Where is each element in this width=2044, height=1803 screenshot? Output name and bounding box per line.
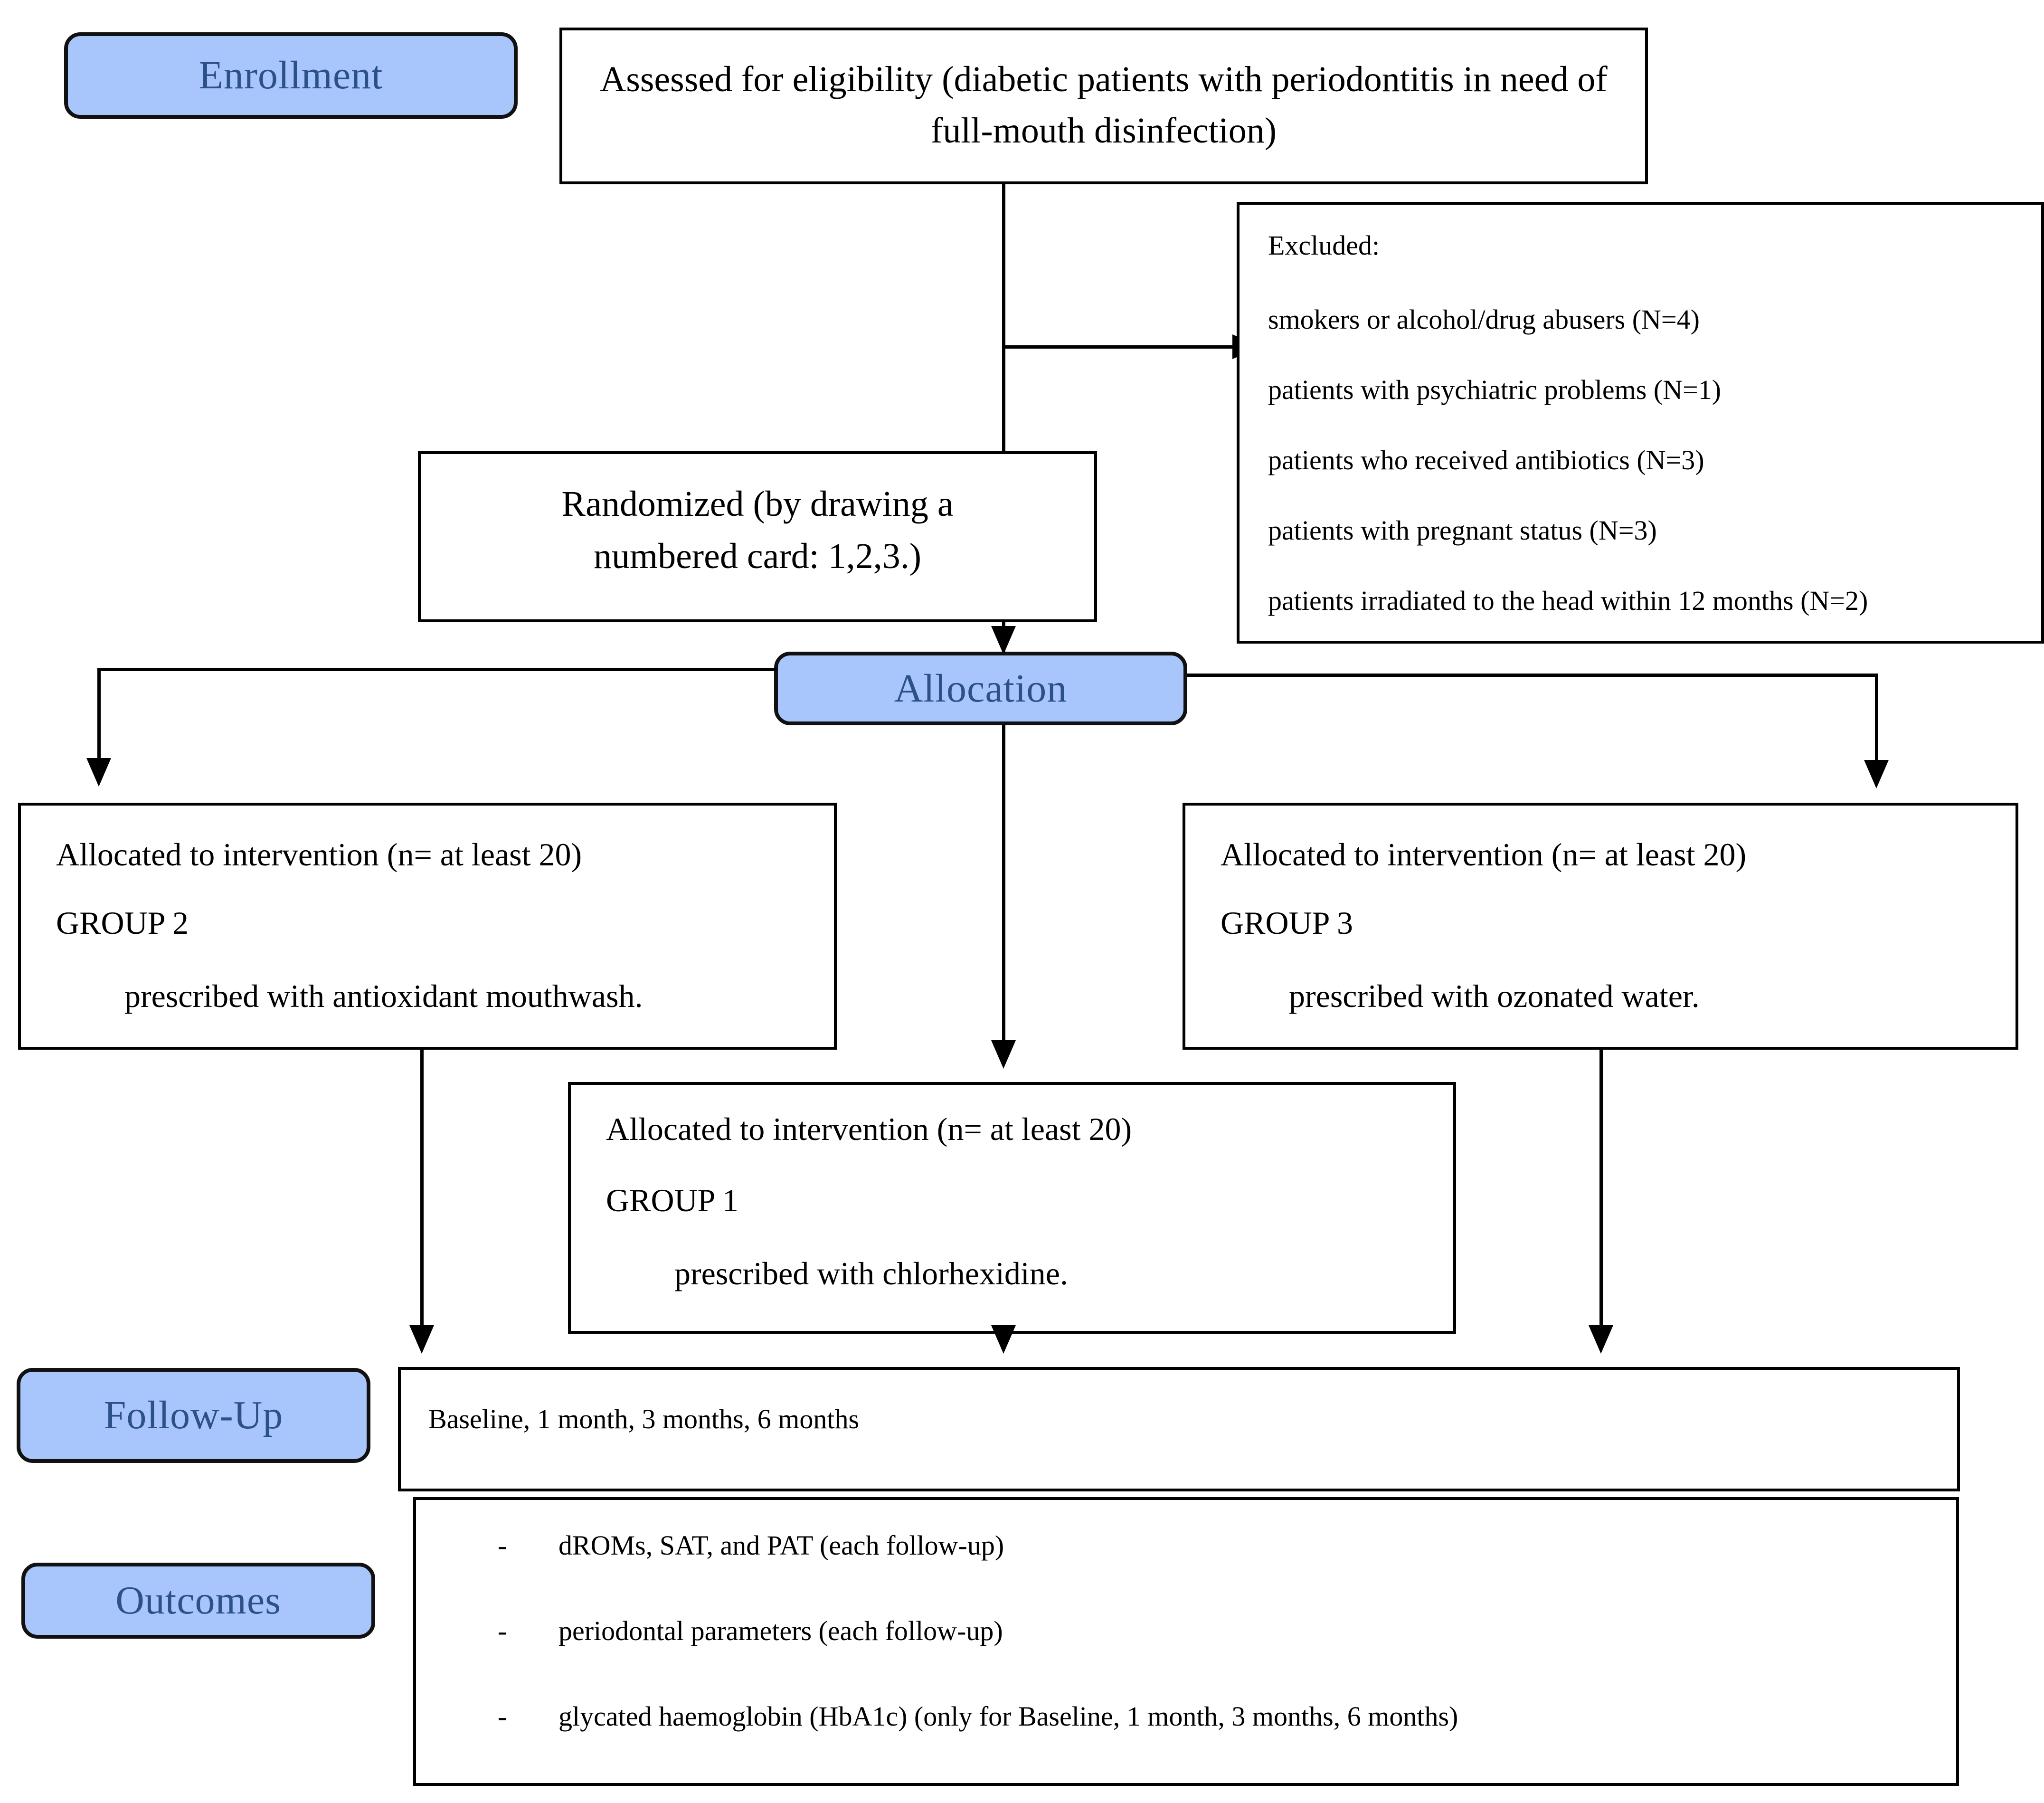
- arrow-group3-to-followup: [1589, 1325, 1613, 1354]
- eligibility-box: Assessed for eligibility (diabetic patie…: [559, 28, 1648, 184]
- group2-detail: prescribed with antioxidant mouthwash.: [124, 978, 643, 1014]
- group2-box: Allocated to intervention (n= at least 2…: [18, 803, 837, 1050]
- arrow-to-group2: [86, 758, 111, 787]
- randomized-line-1: Randomized (by drawing a: [561, 484, 954, 524]
- connector-allocation-to-group1: [1002, 725, 1005, 1058]
- outcomes-bullet-2: -: [498, 1701, 507, 1732]
- group2-allocated-text: Allocated to intervention (n= at least 2…: [56, 836, 582, 873]
- outcomes-bullet-0: -: [498, 1530, 507, 1561]
- stage-pill-enrollment-label: Enrollment: [199, 53, 383, 97]
- connector-allocation-to-group3: [1187, 674, 1878, 677]
- excluded-box: Excluded: smokers or alcohol/drug abuser…: [1237, 202, 2044, 644]
- arrow-group1-to-followup: [991, 1325, 1016, 1354]
- connector-group3-to-followup: [1599, 1050, 1603, 1344]
- connector-allocation-left-drop: [97, 668, 101, 776]
- outcomes-box: - dROMs, SAT, and PAT (each follow-up) -…: [413, 1497, 1959, 1786]
- group1-name: GROUP 1: [606, 1182, 738, 1218]
- stage-pill-allocation: Allocation: [774, 652, 1187, 725]
- excluded-item-0: smokers or alcohol/drug abusers (N=4): [1268, 304, 1700, 335]
- arrow-to-group3: [1864, 760, 1889, 788]
- excluded-heading: Excluded:: [1268, 230, 1380, 261]
- followup-text: Baseline, 1 month, 3 months, 6 months: [428, 1404, 860, 1434]
- stage-pill-allocation-label: Allocation: [894, 666, 1068, 711]
- outcomes-bullet-1: -: [498, 1615, 507, 1646]
- connector-group2-to-followup: [420, 1050, 424, 1344]
- connector-eligibility-to-excluded: [1003, 345, 1236, 349]
- stage-pill-outcomes-label: Outcomes: [115, 1578, 281, 1623]
- randomized-line-2: numbered card: 1,2,3.): [593, 536, 922, 576]
- group3-name: GROUP 3: [1221, 905, 1353, 941]
- connector-allocation-right-drop: [1875, 674, 1878, 779]
- excluded-item-1: patients with psychiatric problems (N=1): [1268, 374, 1722, 405]
- arrow-to-group1: [991, 1040, 1016, 1069]
- group3-allocated-text: Allocated to intervention (n= at least 2…: [1221, 836, 1747, 873]
- followup-box: Baseline, 1 month, 3 months, 6 months: [398, 1367, 1960, 1491]
- stage-pill-outcomes: Outcomes: [21, 1563, 375, 1639]
- randomized-box: Randomized (by drawing a numbered card: …: [418, 451, 1097, 622]
- outcomes-item-0: dROMs, SAT, and PAT (each follow-up): [558, 1530, 1004, 1561]
- arrow-to-allocation: [991, 626, 1016, 655]
- group1-allocated-text: Allocated to intervention (n= at least 2…: [606, 1111, 1132, 1147]
- stage-pill-enrollment: Enrollment: [64, 32, 518, 119]
- group1-box: Allocated to intervention (n= at least 2…: [568, 1082, 1456, 1334]
- connector-allocation-to-group2: [97, 668, 776, 671]
- eligibility-line-2: full-mouth disinfection): [930, 111, 1277, 151]
- arrow-group2-to-followup: [409, 1325, 434, 1354]
- excluded-item-2: patients who received antibiotics (N=3): [1268, 445, 1704, 475]
- group3-detail: prescribed with ozonated water.: [1289, 978, 1700, 1014]
- eligibility-line-1: Assessed for eligibility (diabetic patie…: [600, 59, 1608, 99]
- group1-detail: prescribed with chlorhexidine.: [674, 1255, 1068, 1291]
- outcomes-item-2: glycated haemoglobin (HbA1c) (only for B…: [558, 1701, 1458, 1732]
- connector-eligibility-to-randomized: [1002, 184, 1005, 451]
- group3-box: Allocated to intervention (n= at least 2…: [1183, 803, 2018, 1050]
- outcomes-item-1: periodontal parameters (each follow-up): [558, 1615, 1003, 1646]
- stage-pill-follow-up-label: Follow-Up: [104, 1393, 284, 1437]
- excluded-item-3: patients with pregnant status (N=3): [1268, 515, 1657, 546]
- excluded-item-4: patients irradiated to the head within 1…: [1268, 585, 1868, 616]
- group2-name: GROUP 2: [56, 905, 189, 941]
- stage-pill-follow-up: Follow-Up: [17, 1368, 370, 1463]
